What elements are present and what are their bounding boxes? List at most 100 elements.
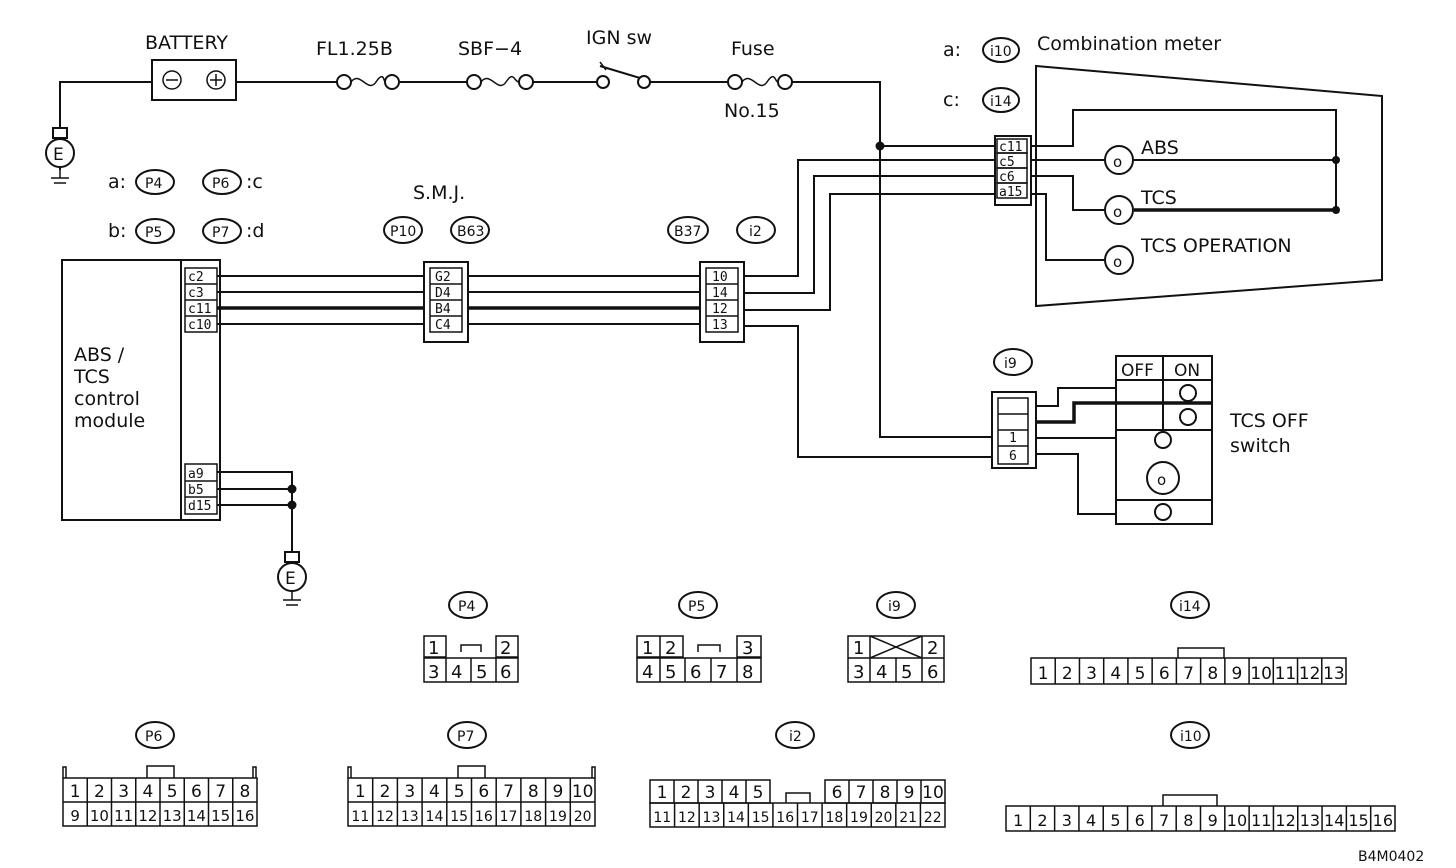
connector-face-p4: P4 1 2 3 4 5 6 [423,591,519,683]
lamp-icon [1104,195,1134,225]
pin-number: 15 [211,807,230,825]
lamp-icon [1104,245,1134,275]
pin-number: 8 [880,783,891,803]
svg-text:4: 4 [876,662,887,683]
pin-number: 11 [114,807,133,825]
svg-text:4: 4 [451,662,462,683]
lamp-icon [1146,461,1180,495]
pin-number: 5 [1135,664,1146,684]
fusible-link-fl125b: FL1.25B [316,38,400,90]
pin-number: 5 [753,783,764,803]
svg-text:P5: P5 [688,599,705,615]
svg-text:a:: a: [943,39,961,61]
pin-number: 6 [191,782,202,802]
svg-text:B63: B63 [457,224,484,240]
pin-number: 13 [401,809,419,825]
svg-text:a15: a15 [999,185,1022,200]
svg-text:6: 6 [927,662,938,683]
pin-number: 11 [1251,811,1271,830]
pin-number: 7 [503,782,514,802]
svg-text:ABS /: ABS / [74,344,125,366]
svg-text:14: 14 [712,286,728,301]
pin-number: 3 [118,782,129,802]
pin-number: 3 [705,783,716,803]
pin-number: 8 [528,782,539,802]
pin-number: 3 [404,782,415,802]
svg-text:OFF: OFF [1121,361,1154,381]
pin-number: 6 [832,783,843,803]
ground-battery: E [45,127,75,184]
svg-text:P6: P6 [212,176,229,192]
fuse-no15: Fuse No.15 [724,38,793,122]
svg-text:B4: B4 [435,302,451,317]
pin-number: 9 [1232,664,1243,684]
svg-text:i9: i9 [888,599,901,615]
svg-text:5: 5 [901,662,912,683]
pin-number: 1 [1013,811,1023,830]
svg-text:o: o [1113,203,1122,221]
pin-number: 4 [729,783,740,803]
pin-number: 16 [475,809,493,825]
pin-number: 8 [239,782,250,802]
smj-connector: S.M.J. P10 B63 G2 D4 B4 C4 [383,182,490,343]
svg-text:b:: b: [108,220,126,242]
pin-number: 3 [1086,664,1097,684]
i9-to-switch-wires [1036,387,1116,515]
tcs-operation-lamp: o TCS OPERATION [1104,235,1292,275]
module-ground-wires [217,471,297,555]
pin-number: 3 [1062,811,1072,830]
pin-number: 15 [752,810,770,826]
svg-text:2: 2 [927,638,938,659]
svg-text:D4: D4 [435,286,451,301]
svg-text:1: 1 [1009,431,1017,446]
harness-wires [217,275,705,325]
svg-text:c3: c3 [188,286,204,301]
pin-number: 7 [215,782,226,802]
tcs-off-switch: OFF ON o TCS OFF switch [1115,355,1309,525]
pin-number: 18 [825,810,843,826]
svg-text:i2: i2 [749,224,762,240]
svg-text:S.M.J.: S.M.J. [413,182,465,204]
abs-warning-lamp: o ABS [1104,137,1179,175]
pin-number: 7 [1183,664,1194,684]
svg-text:o: o [1113,153,1122,171]
svg-text:TCS: TCS [1140,187,1177,209]
pin-number: 14 [187,807,206,825]
i9-connector: i9 1 6 [991,348,1037,469]
pin-number: 10 [1250,664,1272,684]
pin-number: 14 [426,809,444,825]
svg-text:c6: c6 [999,170,1015,185]
pin-number: 2 [1037,811,1047,830]
pin-number: 2 [94,782,105,802]
svg-text:i14: i14 [1179,599,1201,615]
svg-text:FL1.25B: FL1.25B [316,38,393,60]
pin-number: 4 [1086,811,1096,830]
svg-text:SBF−4: SBF−4 [458,38,522,60]
pin-number: 4 [1110,664,1121,684]
pin-number: 5 [454,782,465,802]
svg-text:c2: c2 [188,270,204,285]
svg-text:module: module [74,410,145,432]
battery-positive-icon [206,70,226,90]
ignition-switch: IGN sw [586,27,652,89]
svg-text:2: 2 [500,638,511,659]
svg-text:TCS OFF: TCS OFF [1229,410,1309,432]
svg-text:i9: i9 [1004,356,1017,372]
pin-number: 10 [90,807,109,825]
pin-number: 9 [70,807,80,825]
lamp-icon [1104,145,1134,175]
svg-text::c: :c [246,171,263,193]
pin-number: 2 [1062,664,1073,684]
svg-text:10: 10 [712,270,728,285]
pin-number: 6 [1135,811,1145,830]
svg-text:Fuse: Fuse [731,38,775,60]
figure-code: B4M0402 [1358,849,1424,865]
pin-number: 1 [355,782,366,802]
svg-text:i14: i14 [990,94,1012,110]
svg-text:switch: switch [1230,435,1291,457]
